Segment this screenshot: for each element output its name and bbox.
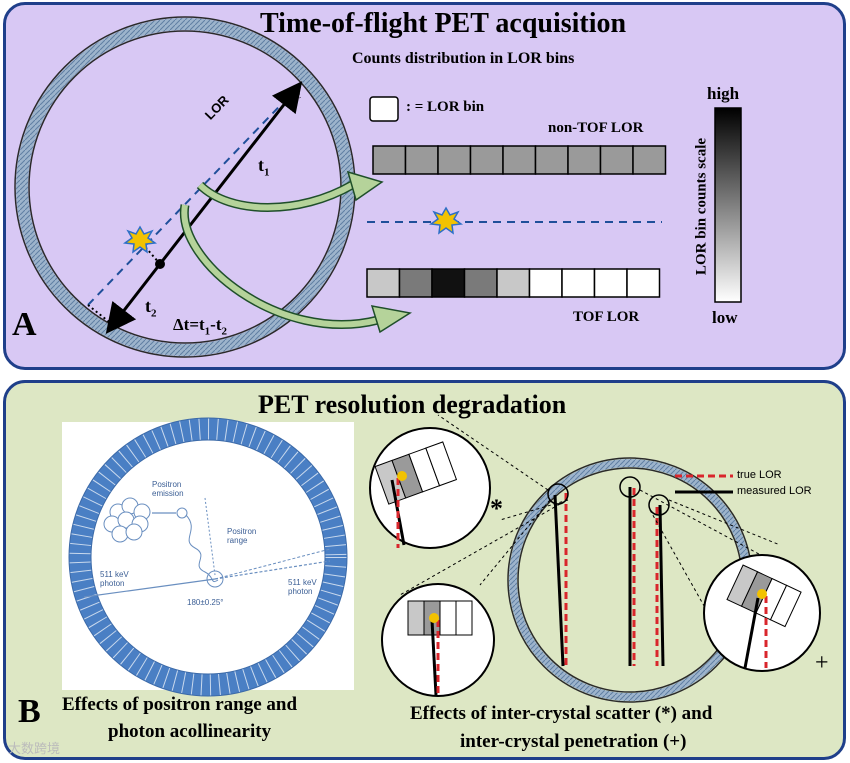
panel-b-title: PET resolution degradation <box>258 390 567 419</box>
scatter-marker: * <box>490 494 503 523</box>
photo-positron-range: Positron range <box>227 527 257 545</box>
panel-a-subtitle: Counts distribution in LOR bins <box>352 50 575 67</box>
photo-angle: 180±0.25° <box>187 598 224 607</box>
photo-photon-right: 511 keV photon <box>288 578 317 596</box>
legend-measured-lor: measured LOR <box>737 485 812 497</box>
tof-bin-8 <box>593 268 628 298</box>
nontof-bin-5 <box>502 145 537 175</box>
photo-positron-emission: Positron emission <box>152 480 184 498</box>
photon-line-left <box>83 578 216 598</box>
measured-lor-3 <box>658 504 665 667</box>
legend-true-lor: true LOR <box>737 469 782 481</box>
positron-burst-icon <box>122 225 158 254</box>
lor-dashed-line <box>87 87 298 306</box>
positron-burst-icon-2 <box>428 206 464 235</box>
detector-ring-b1 <box>68 417 348 697</box>
nontof-bin-1 <box>372 145 407 175</box>
nontof-bin-3 <box>437 145 472 175</box>
nontof-bin-4 <box>469 145 504 175</box>
lor-bin-legend-square <box>369 96 399 122</box>
scale-high-label: high <box>707 84 740 103</box>
tof-bin-3 <box>431 268 466 298</box>
photon-line-right <box>214 560 331 580</box>
tof-bin-2 <box>398 268 433 298</box>
zoom-circle-scatter <box>369 427 491 549</box>
tof-bin-7 <box>561 268 596 298</box>
caption-left-1: Effects of positron range and <box>62 694 298 715</box>
panel-a <box>3 2 846 370</box>
nontof-bin-2 <box>404 145 439 175</box>
caption-left-2: photon acollinearity <box>108 721 272 742</box>
nontof-bin-6 <box>534 145 569 175</box>
measured-lor-1 <box>553 494 565 667</box>
watermark: 大数跨境 <box>8 742 61 757</box>
green-arrow-tof <box>179 204 413 334</box>
panel-a-letter: A <box>12 306 37 343</box>
nontof-label: non-TOF LOR <box>548 120 644 136</box>
photo-photon-left: 511 keV photon <box>100 570 129 588</box>
green-arrow-nontof <box>196 170 384 212</box>
tof-bin-6 <box>528 268 563 298</box>
tof-bins <box>366 268 661 298</box>
zoom-circle-center <box>381 583 495 697</box>
nucleus-icon <box>103 497 151 543</box>
nontof-bin-9 <box>632 145 667 175</box>
tof-bin-1 <box>366 268 401 298</box>
zoom-circle-penetration <box>703 554 821 672</box>
t1-arrow <box>158 81 303 265</box>
lor-bin-legend-text: : = LOR bin <box>406 99 485 115</box>
caption-right-2: inter-crystal penetration (+) <box>460 731 687 752</box>
panel-a-title: Time-of-flight PET acquisition <box>260 8 627 39</box>
tof-label: TOF LOR <box>573 309 640 325</box>
nontof-bin-8 <box>599 145 634 175</box>
detector-ring-a <box>14 16 356 358</box>
panel-b-letter: B <box>18 693 41 730</box>
nontof-bins <box>372 145 667 175</box>
tof-bin-5 <box>496 268 531 298</box>
tof-bin-4 <box>463 268 498 298</box>
t2-arrow <box>105 263 162 334</box>
scale-low-label: low <box>712 308 738 327</box>
t2-label: t2 <box>145 296 157 320</box>
delta-t-label: Δt=t1-t2 <box>173 315 227 338</box>
tof-bin-9 <box>626 268 661 298</box>
caption-right-1: Effects of inter-crystal scatter (*) and <box>410 703 713 724</box>
penetration-marker: + <box>815 650 829 676</box>
scale-title: LOR bin counts scale <box>693 137 710 276</box>
counts-scale-bar <box>714 107 742 303</box>
t1-label: t1 <box>258 155 270 179</box>
nontof-bin-7 <box>567 145 602 175</box>
